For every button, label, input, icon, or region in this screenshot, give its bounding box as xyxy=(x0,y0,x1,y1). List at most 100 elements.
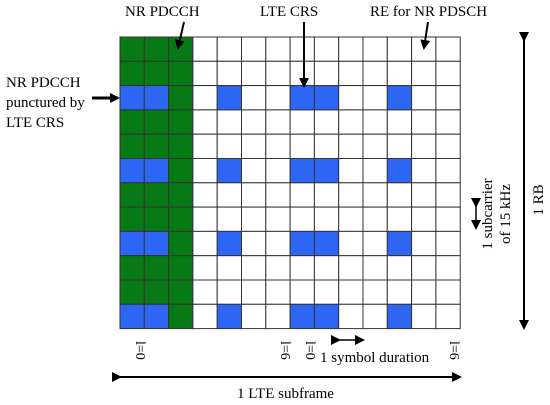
resource-element-empty xyxy=(241,182,267,208)
resource-element-empty xyxy=(192,36,218,62)
resource-element-lte-crs xyxy=(119,158,145,184)
resource-element-nr-pdcch xyxy=(168,206,194,232)
resource-element-empty xyxy=(289,133,315,159)
symbol-index-label: l=0 xyxy=(132,341,147,360)
symbol-duration-label: 1 symbol duration xyxy=(320,350,430,366)
resource-element-empty xyxy=(386,60,413,87)
resource-element-lte-crs xyxy=(143,85,170,111)
resource-element-empty xyxy=(362,133,388,159)
resource-element-empty xyxy=(362,279,388,305)
resource-element-empty xyxy=(338,303,364,330)
resource-element-empty xyxy=(289,182,315,208)
resource-element-empty xyxy=(265,109,291,135)
nr-pdcch-pointer-arrow xyxy=(174,21,185,50)
resource-element-empty xyxy=(362,230,388,257)
resource-element-empty xyxy=(265,36,291,62)
resource-element-nr-pdcch xyxy=(168,85,194,111)
resource-element-empty xyxy=(362,60,388,87)
resource-element-lte-crs xyxy=(386,85,413,111)
resource-element-empty xyxy=(411,60,437,87)
resource-element-empty xyxy=(362,303,388,330)
resource-element-empty xyxy=(362,158,388,184)
resource-element-empty xyxy=(313,279,340,305)
lte-crs-label: LTE CRS xyxy=(260,4,318,20)
resource-element-empty xyxy=(435,182,461,208)
resource-element-empty xyxy=(435,279,461,305)
resource-element-empty xyxy=(192,279,218,305)
resource-element-empty xyxy=(435,60,461,87)
resource-element-lte-crs xyxy=(289,230,315,257)
resource-element-empty xyxy=(435,158,461,184)
resource-element-nr-pdcch xyxy=(143,133,170,159)
resource-element-lte-crs xyxy=(313,230,340,257)
resource-element-empty xyxy=(241,230,267,257)
resource-element-empty xyxy=(241,279,267,305)
resource-element-empty xyxy=(216,133,242,159)
resource-element-lte-crs xyxy=(386,158,413,184)
resource-element-empty xyxy=(216,206,242,232)
resource-element-nr-pdcch xyxy=(168,109,194,135)
resource-element-empty xyxy=(411,109,437,135)
resource-element-empty xyxy=(338,85,364,111)
resource-element-empty xyxy=(338,109,364,135)
resource-element-nr-pdcch xyxy=(119,182,145,208)
resource-element-empty xyxy=(362,109,388,135)
resource-element-empty xyxy=(241,133,267,159)
resource-element-nr-pdcch xyxy=(168,303,194,330)
resource-element-lte-crs xyxy=(143,158,170,184)
resource-element-empty xyxy=(411,230,437,257)
resource-element-nr-pdcch xyxy=(119,206,145,232)
resource-element-empty xyxy=(241,255,267,281)
resource-element-empty xyxy=(216,255,242,281)
resource-element-nr-pdcch xyxy=(143,36,170,62)
resource-element-empty xyxy=(265,303,291,330)
resource-element-empty xyxy=(192,303,218,330)
resource-element-lte-crs xyxy=(313,158,340,184)
punctured-label-line1: NR PDCCH xyxy=(6,75,81,91)
resource-element-empty xyxy=(265,60,291,87)
resource-element-empty xyxy=(289,255,315,281)
resource-element-lte-crs xyxy=(386,230,413,257)
re-for-nr-pdsch-label: RE for NR PDSCH xyxy=(370,4,487,20)
resource-element-lte-crs xyxy=(216,230,242,257)
resource-element-nr-pdcch xyxy=(168,230,194,257)
resource-element-empty xyxy=(411,206,437,232)
resource-element-empty xyxy=(241,85,267,111)
resource-element-nr-pdcch xyxy=(168,279,194,305)
resource-element-empty xyxy=(435,230,461,257)
resource-element-empty xyxy=(435,303,461,330)
resource-element-nr-pdcch xyxy=(119,109,145,135)
resource-element-empty xyxy=(338,255,364,281)
resource-element-empty xyxy=(241,36,267,62)
resource-element-nr-pdcch xyxy=(143,109,170,135)
resource-element-empty xyxy=(338,182,364,208)
resource-element-lte-crs xyxy=(216,85,242,111)
resource-element-empty xyxy=(386,182,413,208)
punctured-label-line3: LTE CRS xyxy=(6,115,64,131)
resource-element-empty xyxy=(411,255,437,281)
resource-element-nr-pdcch xyxy=(143,182,170,208)
resource-element-empty xyxy=(313,206,340,232)
resource-element-empty xyxy=(289,60,315,87)
resource-element-nr-pdcch xyxy=(168,158,194,184)
resource-element-empty xyxy=(192,158,218,184)
resource-element-lte-crs xyxy=(289,85,315,111)
resource-element-empty xyxy=(313,36,340,62)
resource-element-empty xyxy=(289,36,315,62)
resource-element-empty xyxy=(386,109,413,135)
resource-element-nr-pdcch xyxy=(143,206,170,232)
resource-element-empty xyxy=(313,109,340,135)
resource-element-nr-pdcch xyxy=(143,60,170,87)
resource-element-empty xyxy=(411,158,437,184)
resource-element-lte-crs xyxy=(216,158,242,184)
resource-element-empty xyxy=(265,279,291,305)
resource-element-lte-crs xyxy=(143,230,170,257)
resource-element-empty xyxy=(289,279,315,305)
resource-element-empty xyxy=(265,255,291,281)
resource-element-empty xyxy=(362,182,388,208)
resource-element-grid xyxy=(119,36,461,330)
resource-element-lte-crs xyxy=(143,303,170,330)
resource-element-empty xyxy=(241,60,267,87)
resource-element-empty xyxy=(192,60,218,87)
resource-element-empty xyxy=(435,255,461,281)
